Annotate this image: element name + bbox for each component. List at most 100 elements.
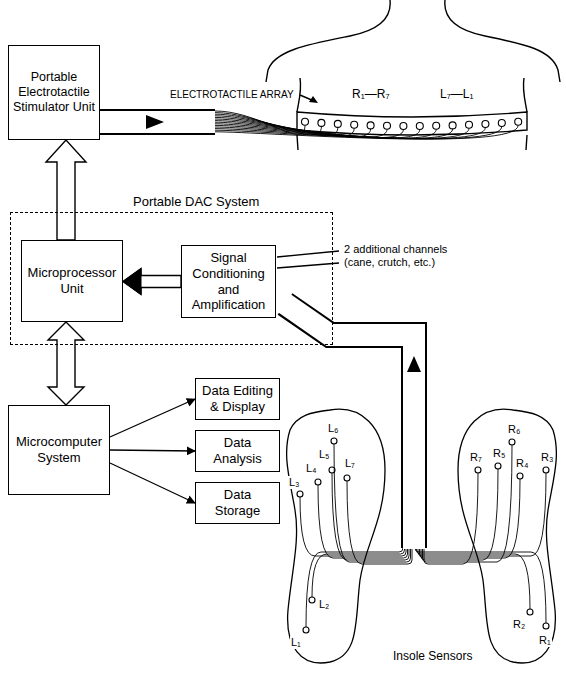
box-label: Portable Electrotactile Stimulator Unit (13, 70, 95, 115)
sensor-label: L₅ (318, 448, 331, 461)
box-label: Data Storage (200, 487, 275, 518)
electrode (400, 123, 407, 130)
stimulator-box: Portable Electrotactile Stimulator Unit (8, 45, 100, 140)
torso-outline (266, 0, 560, 150)
connector (46, 140, 86, 240)
sensor-label: L₂ (318, 598, 330, 611)
electrode (302, 118, 309, 125)
group-title: Portable DAC System (133, 194, 259, 210)
insole-sensor (527, 609, 533, 615)
output-box: Data Editing & Display (195, 378, 280, 420)
note-label: Insole Sensors (393, 650, 472, 664)
insole-sensor (475, 467, 481, 473)
electrode (482, 121, 489, 128)
sensor-label: R₁ (538, 634, 552, 647)
electrode (367, 122, 374, 129)
electrode (318, 119, 325, 126)
arrow-head (123, 269, 141, 295)
dac-system-group: Portable DAC SystemMicroprocessor UnitSi… (10, 212, 333, 345)
connector (48, 322, 84, 405)
sensor-label: L₃ (288, 476, 301, 489)
electrode (351, 121, 358, 128)
sensor-wire (306, 547, 403, 627)
box-label: Microcomputer System (13, 434, 105, 465)
sensor-wire (318, 485, 408, 558)
insole-sensor (517, 473, 523, 479)
output-box: Data Storage (195, 482, 280, 524)
pointer-head (309, 96, 318, 103)
sensor-label: R₆ (507, 423, 521, 436)
sensor-wire (421, 469, 498, 560)
right-insole-group (458, 409, 556, 663)
sensor-label: L₄ (305, 462, 318, 475)
sensor-label: L₆ (327, 422, 340, 435)
output-box: Data Analysis (195, 430, 280, 472)
connector (110, 450, 195, 451)
electrode-wire (215, 125, 518, 139)
electrode (498, 120, 505, 127)
insole-sensor (495, 463, 501, 469)
sensor-label: L₇ (344, 457, 356, 470)
insole-sensor (309, 597, 315, 603)
sensor-band (285, 304, 414, 548)
sensor-label: R₂ (512, 618, 526, 631)
block-arrow (123, 269, 181, 295)
sensor-label: R₃ (540, 451, 554, 464)
sensor-band-inner (284, 303, 414, 549)
note-label: 2 additional channels (cane, crutch, etc… (344, 243, 476, 268)
connector (110, 399, 195, 437)
sensor-wire (332, 473, 409, 560)
box-label: Microprocessor Unit (26, 265, 118, 296)
torso-line (266, 0, 390, 82)
insole-sensor (509, 439, 515, 445)
flow-arrow (146, 115, 164, 129)
electrode (334, 120, 341, 127)
sensor-label: R₇ (469, 451, 483, 464)
electrode (449, 122, 456, 129)
arrow-line (110, 399, 195, 437)
sensor-wire (420, 479, 521, 558)
block-arrow (46, 140, 86, 240)
connector (110, 463, 195, 503)
electrode (466, 121, 473, 128)
box-label: Signal Conditioning and Amplification (186, 250, 271, 312)
callout-label: ELECTROTACTILE ARRAY (170, 89, 294, 101)
insole-sensor (543, 467, 549, 473)
insole-sensor (315, 479, 321, 485)
insole-sensor (303, 627, 309, 633)
sensor-label: R₅ (492, 447, 506, 460)
insole-sensor (331, 438, 337, 444)
electrode (433, 122, 440, 129)
sensor-wire (312, 547, 405, 597)
electrode (384, 122, 391, 129)
sensor-wire (300, 497, 406, 556)
box-label: Data Analysis (200, 435, 275, 466)
insole-sensor (297, 491, 303, 497)
box-label: Data Editing & Display (200, 383, 275, 414)
sensor-wire (418, 473, 546, 556)
wires (215, 111, 549, 633)
insole-sensor (344, 475, 350, 481)
sensor-wire (423, 445, 513, 562)
arrow-line (110, 450, 195, 451)
electrode (515, 118, 522, 125)
sensor-wire (424, 473, 478, 564)
torso-line (297, 135, 527, 150)
torso-line (445, 0, 560, 82)
electrode-wire (215, 127, 502, 139)
connector (123, 269, 181, 295)
arrow-line (110, 463, 195, 503)
note-label: R₁—R₇ (352, 88, 390, 102)
electrode (416, 123, 423, 130)
channel-wire (277, 251, 339, 268)
computer-box: Microcomputer System (8, 405, 110, 495)
insole-sensor (543, 623, 549, 629)
electrode-belt (297, 112, 527, 135)
cable-band (100, 109, 215, 135)
cable-band-inner (99, 111, 216, 133)
left-insole (287, 409, 385, 663)
torso-line (523, 78, 527, 112)
flow-arrow (407, 356, 421, 372)
right-insole (458, 409, 556, 663)
